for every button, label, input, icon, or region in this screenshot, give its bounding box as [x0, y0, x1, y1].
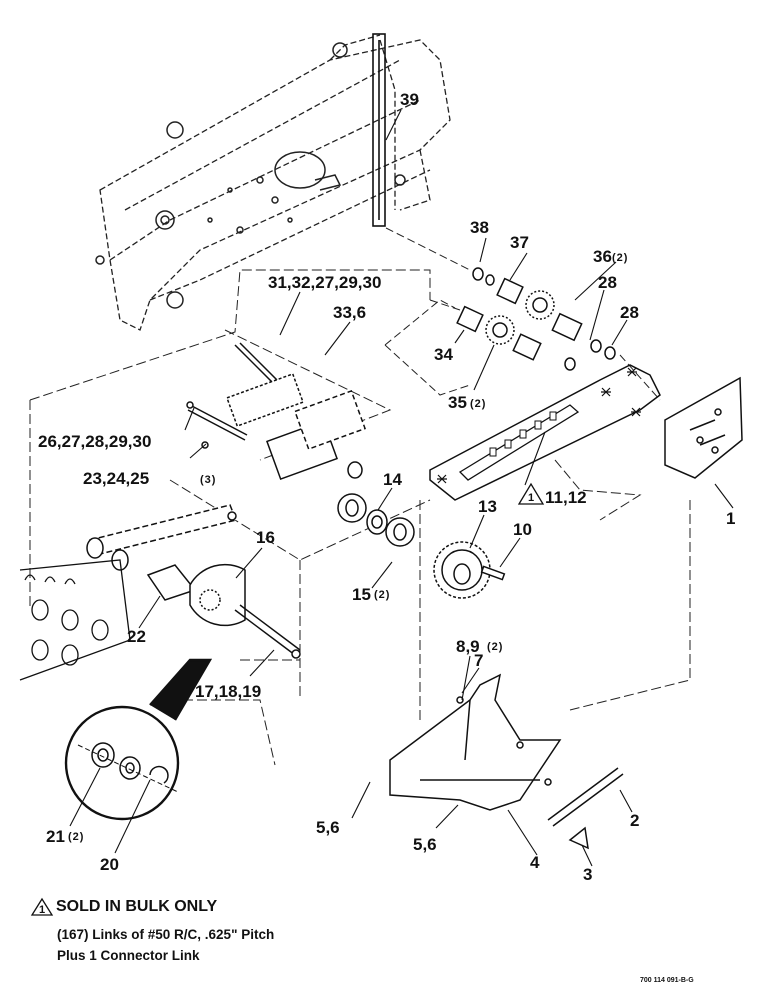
shaft-assembly — [86, 342, 506, 659]
callout-17-18-19: 17,18,19 — [195, 682, 261, 701]
roller-chain — [458, 404, 580, 481]
callout-31-32-27-29-30: 31,32,27,29,30 — [268, 273, 381, 292]
callout-10: 10 — [513, 520, 532, 539]
callout-26-27-28-29-30: 26,27,28,29,30 — [38, 432, 151, 451]
callout-15: 15 — [352, 585, 371, 604]
callout-38: 38 — [470, 218, 489, 237]
detail-callout — [64, 658, 213, 821]
svg-text:1: 1 — [39, 904, 46, 916]
detail-parts — [77, 742, 179, 793]
callout-35-qty: (2) — [470, 398, 486, 410]
callout-33-6: 33,6 — [333, 303, 366, 322]
bracket-plate — [429, 364, 743, 501]
callout-37: 37 — [510, 233, 529, 252]
callout-28-a: 28 — [598, 273, 617, 292]
idler-leaders — [384, 299, 661, 401]
callout-20: 20 — [100, 855, 119, 874]
idler-sprocket-assembly — [456, 267, 616, 371]
callout-1: 1 — [726, 509, 735, 528]
guard-assembly — [389, 673, 624, 850]
callout-8-9: 8,9 — [456, 637, 480, 656]
star-marks — [437, 367, 641, 484]
bulk-note-title-text: SOLD IN BULK ONLY — [56, 898, 218, 915]
callout-23-24-25: 23,24,25 — [83, 469, 149, 488]
callout-28-b: 28 — [620, 303, 639, 322]
bulk-marker-note: 1 — [30, 897, 54, 916]
callout-2: 2 — [630, 811, 639, 830]
bar-39 — [372, 33, 386, 227]
callout-36-qty: (2) — [612, 252, 628, 264]
drawing-number: 700 114 091-B-G — [640, 977, 694, 984]
callout-11-12: 11,12 — [545, 488, 587, 507]
bulk-marker-chain: 1 — [517, 482, 545, 505]
callout-23-qty: (3) — [200, 474, 216, 486]
roller-stack — [19, 559, 131, 681]
callout-15-qty: (2) — [374, 589, 390, 601]
callout-14: 14 — [383, 470, 402, 489]
callout-16: 16 — [256, 528, 275, 547]
boundary-lines — [29, 269, 691, 766]
callout-8-qty: (2) — [487, 641, 503, 653]
leader — [385, 227, 471, 271]
callout-21: 21 — [46, 827, 65, 846]
callout-3: 3 — [583, 865, 592, 884]
bulk-note-title: 1 SOLD IN BULK ONLY — [30, 897, 217, 917]
callout-36: 36 — [593, 247, 612, 266]
callout-5-6-a: 5,6 — [316, 818, 340, 837]
callout-4: 4 — [530, 853, 540, 872]
frame-details — [95, 42, 406, 309]
callout-5-6-b: 5,6 — [413, 835, 437, 854]
callout-34: 34 — [434, 345, 453, 364]
bulk-note-line-2: Plus 1 Connector Link — [57, 948, 200, 963]
callout-21-qty: (2) — [68, 831, 84, 843]
leader-lines — [69, 109, 734, 867]
callout-22: 22 — [127, 627, 146, 646]
callout-39: 39 — [400, 90, 419, 109]
callout-35: 35 — [448, 393, 467, 412]
callout-13: 13 — [478, 497, 497, 516]
bulk-note-line-1: (167) Links of #50 R/C, .625" Pitch — [57, 927, 275, 942]
callout-7: 7 — [474, 651, 483, 670]
svg-text:1: 1 — [528, 492, 535, 504]
